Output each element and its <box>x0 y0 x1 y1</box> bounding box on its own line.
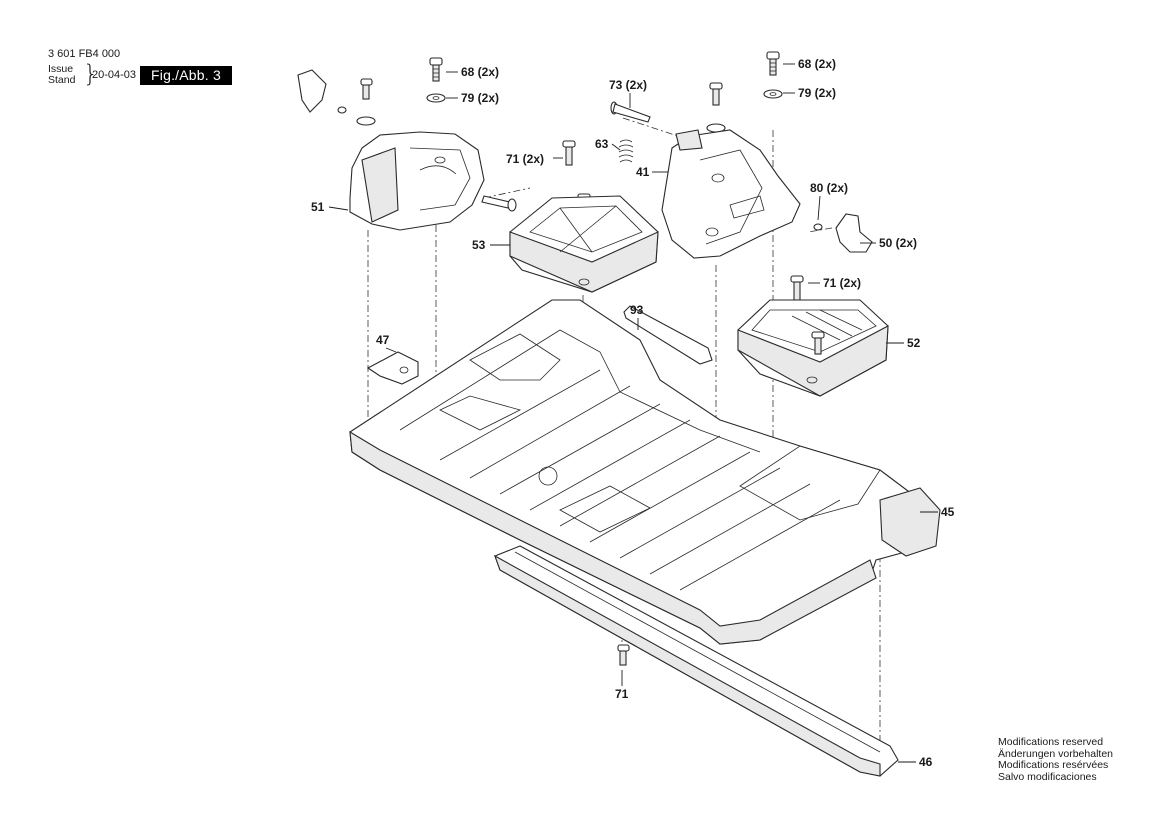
callout-46: 46 <box>919 755 933 769</box>
base-frame-45 <box>349 299 941 645</box>
rail-46 <box>493 545 899 777</box>
knob-50 <box>835 213 873 253</box>
washer-80 <box>813 223 823 231</box>
note-en: Modifications reserved <box>998 736 1104 748</box>
screw-68-right <box>766 51 780 76</box>
brace-glyph: } <box>83 60 99 88</box>
clip-47 <box>366 351 419 385</box>
callout-79-left: 79 (2x) <box>461 91 499 105</box>
bracket-51 <box>349 131 517 231</box>
part-number: 3 601 FB4 000 <box>48 48 121 60</box>
screw-41-top <box>706 82 726 133</box>
callout-50: 50 (2x) <box>879 236 917 250</box>
callout-93: 93 <box>630 303 644 317</box>
spring-63 <box>618 139 634 163</box>
block-52 <box>737 299 889 397</box>
issue-date: 20-04-03 <box>92 69 137 81</box>
leader-lines <box>328 63 938 763</box>
issue-stand-labels: Issue Stand <box>48 64 75 86</box>
note-de: Änderungen vorbehalten <box>998 747 1114 760</box>
pin-73 <box>610 101 651 123</box>
washer-79-right <box>763 89 783 99</box>
callout-71-mid: 71 (2x) <box>823 276 861 290</box>
knob-small-left <box>297 69 347 114</box>
stand-label: Stand <box>48 74 76 86</box>
callout-68-right: 68 (2x) <box>798 57 836 71</box>
callout-51: 51 <box>311 200 325 214</box>
screw-71-mid <box>790 275 804 301</box>
callout-47: 47 <box>376 333 390 347</box>
housing-41 <box>661 129 801 259</box>
callout-63: 63 <box>595 137 609 151</box>
washer-79-left <box>426 93 446 103</box>
callout-52: 52 <box>907 336 921 350</box>
callout-73: 73 (2x) <box>609 78 647 92</box>
callout-53: 53 <box>472 238 486 252</box>
callout-71-upper: 71 (2x) <box>506 152 544 166</box>
screw-71-upper <box>562 140 576 166</box>
callout-41: 41 <box>636 165 650 179</box>
note-es: Salvo modificaciones <box>998 770 1097 783</box>
issue-label: Issue <box>48 63 74 75</box>
screw-51-top <box>356 78 376 126</box>
callout-labels: 68 (2x) 79 (2x) 73 (2x) 68 (2x) 79 (2x) … <box>311 57 955 769</box>
callout-68-left: 68 (2x) <box>461 65 499 79</box>
screw-71-bottom <box>617 644 630 666</box>
block-53 <box>509 195 659 293</box>
screw-68-left <box>429 57 443 82</box>
rod-93 <box>623 305 713 365</box>
note-fr: Modifications resérvées <box>998 759 1109 771</box>
figure-badge: Fig./Abb. 3 <box>140 66 232 85</box>
callout-45: 45 <box>941 505 955 519</box>
callout-80: 80 (2x) <box>810 181 848 195</box>
callout-79-right: 79 (2x) <box>798 86 836 100</box>
callout-71-bottom: 71 <box>615 687 629 701</box>
modifications-note: Modifications reserved Änderungen vorbeh… <box>998 736 1114 783</box>
